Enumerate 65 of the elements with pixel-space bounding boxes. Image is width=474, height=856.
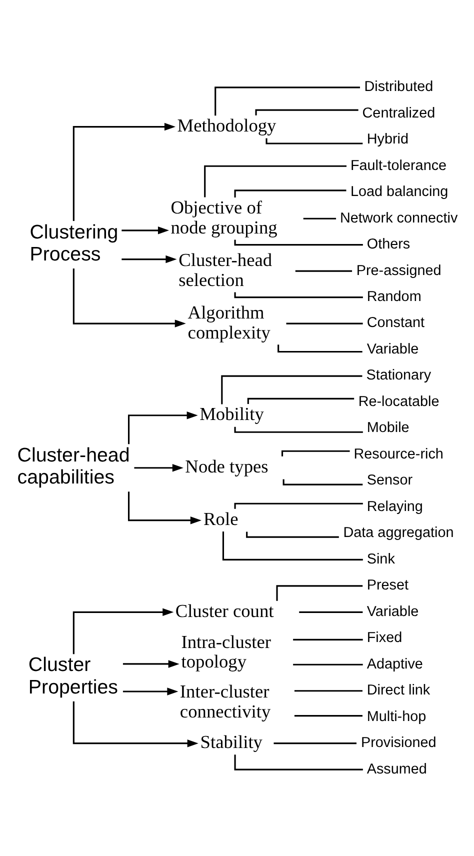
connector <box>294 714 362 716</box>
connector <box>295 270 352 272</box>
node-text: Adaptive <box>366 656 423 672</box>
connector <box>303 217 336 219</box>
connector <box>293 638 363 640</box>
node-text: Methodology <box>177 115 276 136</box>
node-text: Intra-cluster topology <box>181 631 271 672</box>
node-text: Others <box>366 236 410 252</box>
node-text: Constant <box>366 314 425 331</box>
arrow <box>128 491 202 524</box>
arrow <box>72 122 176 220</box>
node-text: Pre-assigned <box>356 262 442 278</box>
node-text: Mobile <box>366 420 410 436</box>
node-text: Relaying <box>366 498 423 514</box>
connector <box>294 690 362 692</box>
connector <box>222 531 363 560</box>
node-text: Role <box>204 508 238 529</box>
node-text: Multi-hop <box>366 708 426 724</box>
node-text: Re-locatable <box>358 393 440 410</box>
node-text: Data aggregation <box>343 524 454 541</box>
node-text: Mobility <box>200 404 264 424</box>
node-text: Cluster-head capabilities <box>17 444 130 488</box>
connector <box>204 164 346 197</box>
node-text: Load balancing <box>350 184 448 200</box>
arrow <box>72 268 186 327</box>
arrow <box>128 411 198 444</box>
node-text: Node types <box>185 456 268 476</box>
node-text: Assumed <box>366 760 427 777</box>
connector <box>214 86 360 116</box>
connector <box>286 322 363 324</box>
node-text: Fault-tolerance <box>350 157 447 174</box>
node-text: Distributed <box>364 78 434 95</box>
connector <box>221 374 362 404</box>
node-text: Stationary <box>366 367 432 384</box>
node-text: Inter-cluster connectivity <box>180 681 271 721</box>
node-text: Variable <box>366 603 419 620</box>
connector <box>293 663 363 665</box>
node-text: Network connectiv <box>340 210 458 226</box>
connector <box>299 610 363 612</box>
node-text: Cluster count <box>175 600 274 621</box>
node-text: Resource-rich <box>354 446 444 462</box>
arrow <box>72 608 174 654</box>
node-text: Clustering Process <box>30 220 118 266</box>
arrow <box>72 700 198 747</box>
node-text: Variable <box>366 340 419 357</box>
node-text: Algorithm complexity <box>188 302 270 342</box>
arrow <box>122 660 180 668</box>
node-text: Stability <box>200 732 263 752</box>
node-text: Fixed <box>366 630 402 646</box>
connector <box>274 742 356 744</box>
node-text: Preset <box>366 577 409 594</box>
node-text: Provisioned <box>360 734 436 751</box>
node-text: Sink <box>366 550 395 567</box>
node-text: Sensor <box>366 472 413 488</box>
node-text: Centralized <box>362 104 436 121</box>
node-text: Cluster-head selection <box>178 250 272 290</box>
arrow <box>122 226 170 234</box>
node-text: Cluster Properties <box>28 654 118 698</box>
node-text: Direct link <box>366 682 430 698</box>
arrow <box>122 687 178 695</box>
node-text: Objective of node grouping <box>170 197 278 237</box>
arrow <box>122 254 177 263</box>
node-text: Hybrid <box>366 131 409 148</box>
node-text: Random <box>366 288 422 304</box>
arrow <box>134 463 184 472</box>
